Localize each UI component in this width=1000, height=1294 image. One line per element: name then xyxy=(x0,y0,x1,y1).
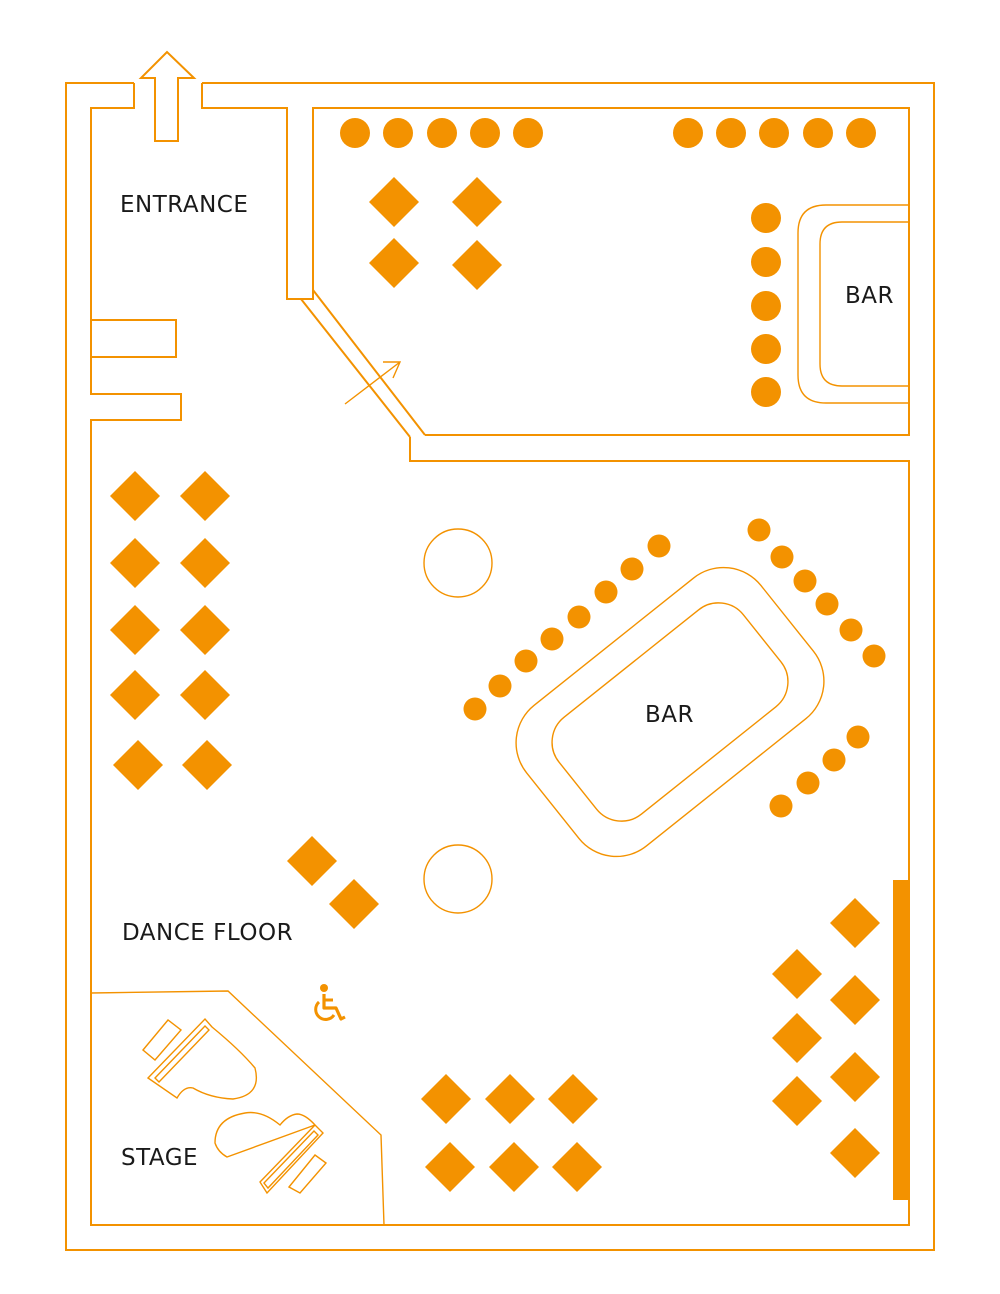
table xyxy=(485,1074,535,1124)
table xyxy=(772,1076,822,1126)
high-table xyxy=(423,844,493,914)
walls xyxy=(65,82,935,1251)
exit-arrow-icon xyxy=(138,50,197,142)
entrance-label: ENTRANCE xyxy=(120,192,248,218)
bar-stool xyxy=(647,534,671,558)
wheelchair-accessible-icon xyxy=(314,984,346,1021)
table xyxy=(552,1142,602,1192)
bar-stool xyxy=(716,118,746,148)
bar-stools xyxy=(340,118,886,818)
high-table xyxy=(423,528,493,598)
table xyxy=(180,605,230,655)
piano-icon xyxy=(214,1111,328,1195)
table xyxy=(113,740,163,790)
bar-stool xyxy=(846,725,870,749)
bar-stool xyxy=(751,377,781,407)
bar-stool xyxy=(594,580,618,604)
table xyxy=(772,1013,822,1063)
bar-stool xyxy=(567,605,591,629)
bar-stool xyxy=(488,674,512,698)
bar-stool xyxy=(815,592,839,616)
bar-stool xyxy=(513,118,543,148)
bar-stool xyxy=(470,118,500,148)
stage-label: STAGE xyxy=(121,1145,198,1171)
table xyxy=(830,975,880,1025)
bar-stool xyxy=(759,118,789,148)
lounge-bar xyxy=(797,204,909,404)
table xyxy=(548,1074,598,1124)
bar-stool xyxy=(769,794,793,818)
table xyxy=(180,538,230,588)
table xyxy=(452,240,502,290)
table xyxy=(489,1142,539,1192)
lounge-bar-label: BAR xyxy=(845,283,894,309)
table xyxy=(110,670,160,720)
table xyxy=(425,1142,475,1192)
table xyxy=(830,1052,880,1102)
bar-stool xyxy=(620,557,644,581)
bar-stool xyxy=(463,697,487,721)
bar-stool xyxy=(751,334,781,364)
bar-stool xyxy=(803,118,833,148)
table xyxy=(287,836,337,886)
table xyxy=(421,1074,471,1124)
table xyxy=(110,471,160,521)
table xyxy=(452,177,502,227)
bar-stool xyxy=(383,118,413,148)
table xyxy=(329,879,379,929)
dance-floor-label: DANCE FLOOR xyxy=(122,920,293,946)
piano-icon xyxy=(142,1017,257,1100)
table xyxy=(180,670,230,720)
table xyxy=(369,177,419,227)
bar-stool xyxy=(751,247,781,277)
bar-stool xyxy=(514,649,538,673)
bar-stool xyxy=(839,618,863,642)
banquette xyxy=(893,880,909,1200)
bar-stool xyxy=(770,545,794,569)
bar-stool xyxy=(862,644,886,668)
bar-stool xyxy=(846,118,876,148)
bar-stool xyxy=(751,203,781,233)
table xyxy=(369,238,419,288)
table xyxy=(180,471,230,521)
bar-stool xyxy=(427,118,457,148)
table xyxy=(110,538,160,588)
table xyxy=(772,949,822,999)
table xyxy=(182,740,232,790)
bar-stool xyxy=(747,518,771,542)
bar-stool xyxy=(751,291,781,321)
bar-stool xyxy=(822,748,846,772)
main-bar xyxy=(515,566,825,858)
bar-stool xyxy=(340,118,370,148)
table xyxy=(110,605,160,655)
bar-stool xyxy=(793,569,817,593)
coat-check-counter xyxy=(90,319,177,358)
bar-stool xyxy=(673,118,703,148)
door-arrow-icon xyxy=(344,361,402,405)
bar-stool xyxy=(796,771,820,795)
stage-edge xyxy=(90,990,385,1226)
table xyxy=(830,898,880,948)
bar-stool xyxy=(540,627,564,651)
table xyxy=(830,1128,880,1178)
main-bar-label: BAR xyxy=(645,702,694,728)
tables xyxy=(110,177,880,1192)
